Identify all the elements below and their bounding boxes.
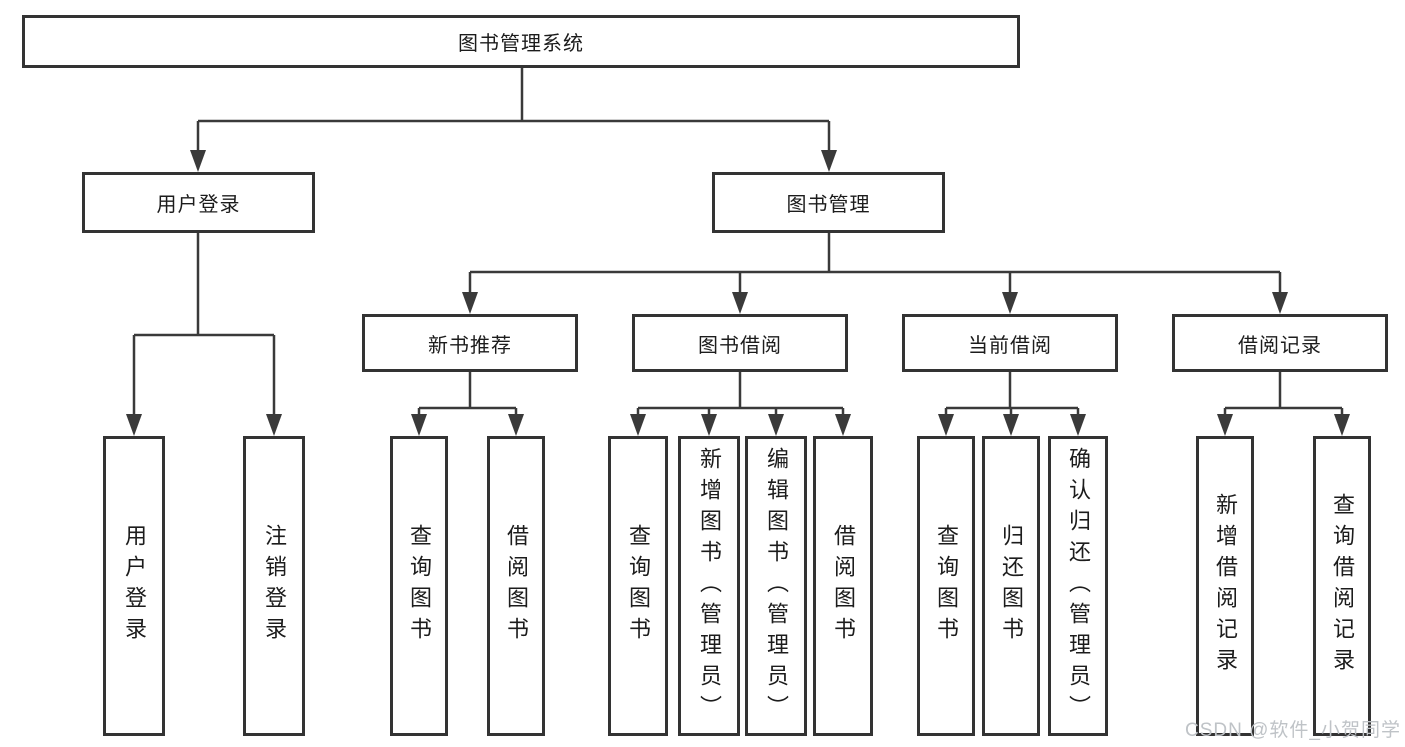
node-book-borrow-label: 图书借阅	[698, 334, 782, 357]
arrowhead	[732, 292, 748, 314]
arrowhead	[1002, 292, 1018, 314]
leaf-current-return-books: 归还图书	[982, 436, 1040, 736]
node-new-book-recommend-label: 新书推荐	[428, 334, 512, 357]
leaf-user-login-label: 用户登录	[122, 524, 147, 648]
node-book-management-label: 图书管理	[786, 194, 871, 216]
leaf-newbook-query-books: 查询图书	[390, 436, 448, 736]
leaf-borrow-add-books-admin-label: 新增图书（管理员）	[697, 446, 722, 726]
leaf-newbook-borrow-books: 借阅图书	[487, 436, 545, 736]
leaf-current-confirm-return-admin-label: 确认归还（管理员）	[1066, 446, 1091, 726]
arrowhead	[508, 414, 524, 436]
leaf-current-confirm-return-admin: 确认归还（管理员）	[1048, 436, 1108, 736]
arrowhead	[126, 414, 142, 436]
leaf-borrow-borrow-books-label: 借阅图书	[831, 524, 856, 648]
leaf-borrow-query-books-label: 查询图书	[626, 524, 651, 648]
arrowhead	[462, 292, 478, 314]
leaf-borrow-edit-books-admin-label: 编辑图书（管理员）	[764, 446, 789, 726]
leaf-logout: 注销登录	[243, 436, 305, 736]
arrowhead	[821, 150, 837, 172]
leaf-records-query-record: 查询借阅记录	[1313, 436, 1371, 736]
leaf-user-login: 用户登录	[103, 436, 165, 736]
arrowhead	[1272, 292, 1288, 314]
leaf-borrow-add-books-admin: 新增图书（管理员）	[678, 436, 740, 736]
leaf-logout-label: 注销登录	[262, 524, 287, 648]
node-current-borrow: 当前借阅	[902, 314, 1118, 372]
arrowhead	[938, 414, 954, 436]
node-book-borrow: 图书借阅	[632, 314, 848, 372]
watermark: CSDN @软件_小贺同学	[1185, 720, 1401, 741]
arrowhead	[1070, 414, 1086, 436]
leaf-current-return-books-label: 归还图书	[999, 524, 1024, 648]
node-borrow-records-label: 借阅记录	[1238, 334, 1322, 357]
leaf-newbook-borrow-books-label: 借阅图书	[504, 524, 529, 648]
leaf-borrow-edit-books-admin: 编辑图书（管理员）	[745, 436, 807, 736]
node-user-login: 用户登录	[82, 172, 315, 233]
leaf-current-query-books-label: 查询图书	[934, 524, 959, 648]
arrowhead	[701, 414, 717, 436]
connector-user-login-to-leaves	[126, 233, 282, 436]
node-root: 图书管理系统	[22, 15, 1020, 68]
arrowhead	[266, 414, 282, 436]
connector-root-to-level2	[190, 68, 837, 172]
node-current-borrow-label: 当前借阅	[968, 334, 1052, 357]
arrowhead	[411, 414, 427, 436]
arrowhead	[768, 414, 784, 436]
node-new-book-recommend: 新书推荐	[362, 314, 578, 372]
connector-book-management-to-level3	[462, 233, 1288, 314]
leaf-records-add-record: 新增借阅记录	[1196, 436, 1254, 736]
arrowhead	[1334, 414, 1350, 436]
arrowhead	[1003, 414, 1019, 436]
node-borrow-records: 借阅记录	[1172, 314, 1388, 372]
node-book-management: 图书管理	[712, 172, 945, 233]
leaf-borrow-borrow-books: 借阅图书	[813, 436, 873, 736]
arrowhead	[190, 150, 206, 172]
leaf-records-add-record-label: 新增借阅记录	[1213, 493, 1238, 679]
connector-book-borrow-to-leaves	[630, 372, 851, 436]
connector-new-book-to-leaves	[411, 372, 524, 436]
arrowhead	[835, 414, 851, 436]
leaf-borrow-query-books: 查询图书	[608, 436, 668, 736]
leaf-newbook-query-books-label: 查询图书	[407, 524, 432, 648]
node-user-login-label: 用户登录	[156, 194, 241, 216]
connector-borrow-records-to-leaves	[1217, 372, 1350, 436]
leaf-records-query-record-label: 查询借阅记录	[1330, 493, 1355, 679]
arrowhead	[1217, 414, 1233, 436]
leaf-current-query-books: 查询图书	[917, 436, 975, 736]
arrowhead	[630, 414, 646, 436]
node-root-label: 图书管理系统	[458, 33, 584, 55]
connector-current-borrow-to-leaves	[938, 372, 1086, 436]
